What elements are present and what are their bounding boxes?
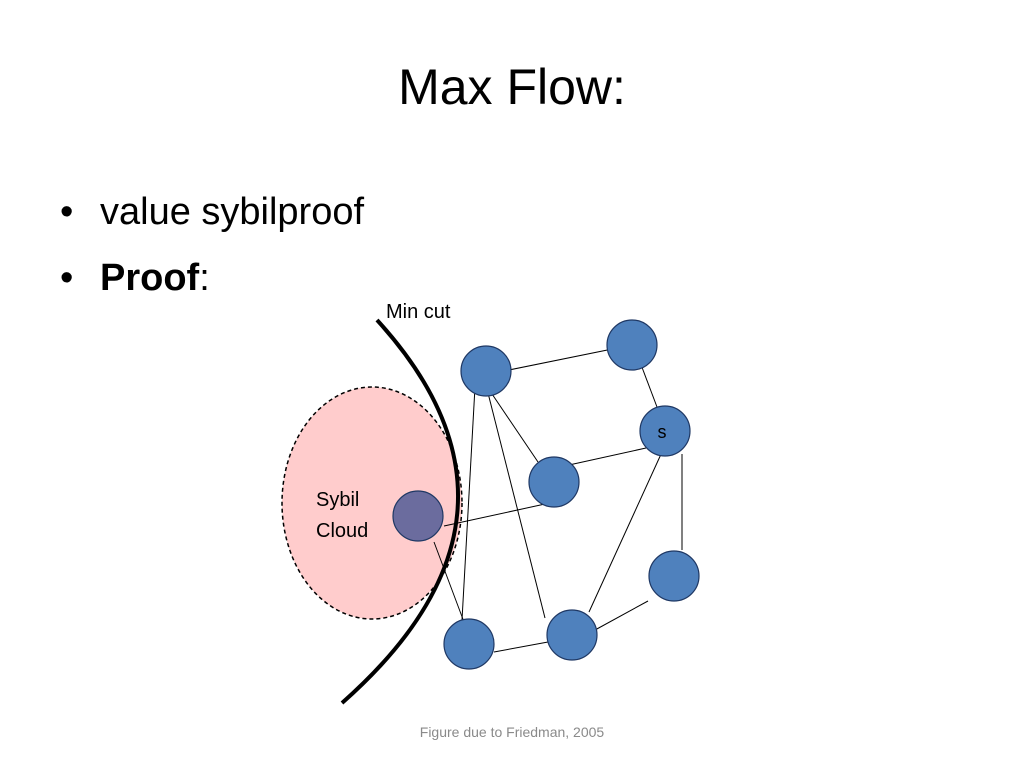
sybil-cloud-label-line1: Sybil — [316, 489, 359, 511]
sybil-cloud — [281, 386, 463, 620]
sybil-cloud-label-line2: Cloud — [316, 520, 368, 542]
edge — [568, 447, 647, 466]
bullet-list: • value sybilproof • Proof: — [60, 188, 364, 320]
graph-node — [443, 618, 495, 670]
bullet-item-2: • Proof: — [60, 254, 364, 320]
edge — [493, 641, 549, 653]
edge — [588, 451, 663, 613]
source-node-label: s — [658, 422, 667, 442]
edge — [639, 361, 658, 408]
graph-node — [648, 550, 700, 602]
edge — [433, 541, 465, 623]
graph-node — [546, 609, 598, 661]
edge — [489, 390, 539, 463]
sybil-node — [392, 490, 444, 542]
bullet-text-2: : — [199, 257, 210, 299]
graph-node — [528, 456, 580, 508]
edge — [594, 600, 649, 631]
bullet-text-1: value sybilproof — [100, 191, 365, 233]
edge — [487, 392, 546, 619]
slide-title: Max Flow: — [398, 59, 626, 115]
bullet-item-1: • value sybilproof — [60, 188, 364, 254]
graph-node — [460, 345, 512, 397]
graph-nodes — [443, 319, 700, 670]
figure-caption: Figure due to Friedman, 2005 — [419, 724, 605, 740]
edge — [461, 368, 477, 621]
bullet-dot-icon: • — [60, 191, 74, 233]
edge — [443, 503, 546, 527]
bullet-bold-text-2: Proof — [100, 257, 200, 299]
min-cut-label: Min cut — [386, 301, 451, 323]
bullet-dot-icon: • — [60, 257, 74, 299]
source-node — [639, 405, 691, 457]
min-cut-line — [340, 318, 460, 705]
graph-node — [606, 319, 658, 371]
